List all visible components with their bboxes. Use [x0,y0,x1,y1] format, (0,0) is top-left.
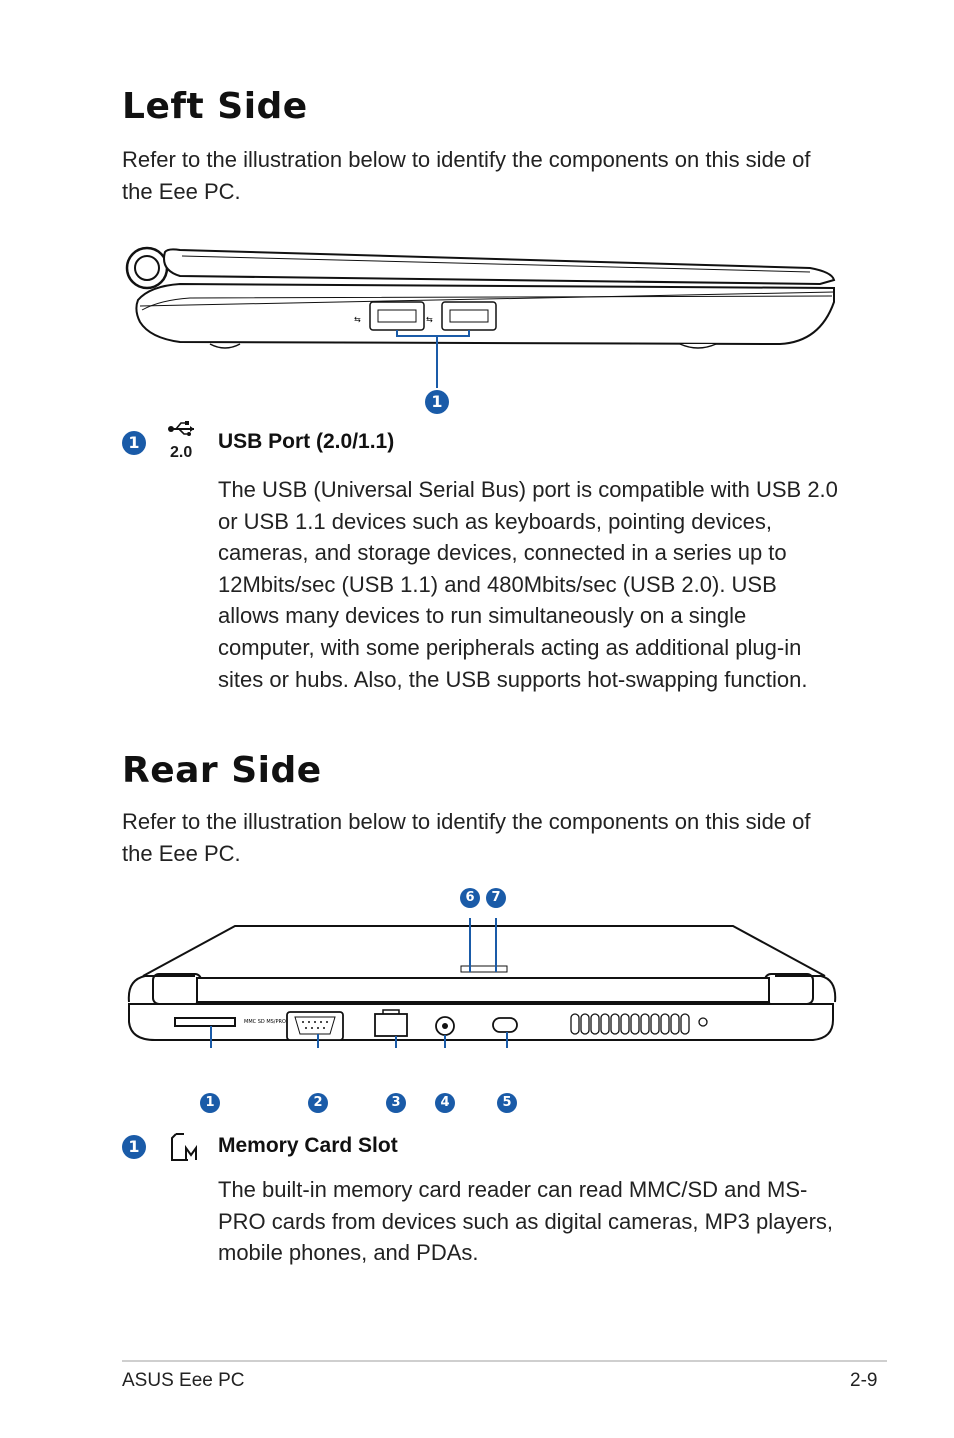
left-item-description: The USB (Universal Serial Bus) port is c… [218,477,838,692]
rear-callout-5: 5 [497,1093,517,1113]
svg-text:⇆: ⇆ [354,315,361,324]
usb-icon: 2.0 [166,418,200,461]
left-side-illustration: ⇆ ⇆ [125,246,836,388]
svg-text:MMC SD MS/PRO: MMC SD MS/PRO [244,1019,286,1025]
rear-callout-7: 7 [486,888,506,908]
left-side-intro: Refer to the illustration below to ident… [122,147,811,204]
memory-card-icon [171,1133,197,1161]
left-item-number: 1 [122,431,146,455]
rear-side-illustration: MMC SD MS/PRO [127,918,837,1048]
usb-icon-label: 2.0 [170,444,193,461]
svg-text:⇆: ⇆ [426,315,433,324]
rear-callout-6: 6 [460,888,480,908]
footer-title: ASUS Eee PC [122,1370,245,1391]
footer-divider [122,1360,887,1362]
rear-callout-2: 2 [308,1093,328,1113]
page-number: 2-9 [850,1370,878,1391]
left-side-heading: Left Side [122,86,308,127]
rear-side-intro: Refer to the illustration below to ident… [122,809,811,866]
rear-callout-1: 1 [200,1093,220,1113]
rear-callout-4: 4 [435,1093,455,1113]
rear-item-description: The built-in memory card reader can read… [218,1177,834,1266]
rear-item-title: Memory Card Slot [218,1134,398,1157]
left-item-title: USB Port (2.0/1.1) [218,430,395,453]
rear-item-number: 1 [122,1135,146,1159]
rear-callout-3: 3 [386,1093,406,1113]
left-callout-1: 1 [425,390,449,414]
rear-side-heading: Rear Side [122,750,322,791]
